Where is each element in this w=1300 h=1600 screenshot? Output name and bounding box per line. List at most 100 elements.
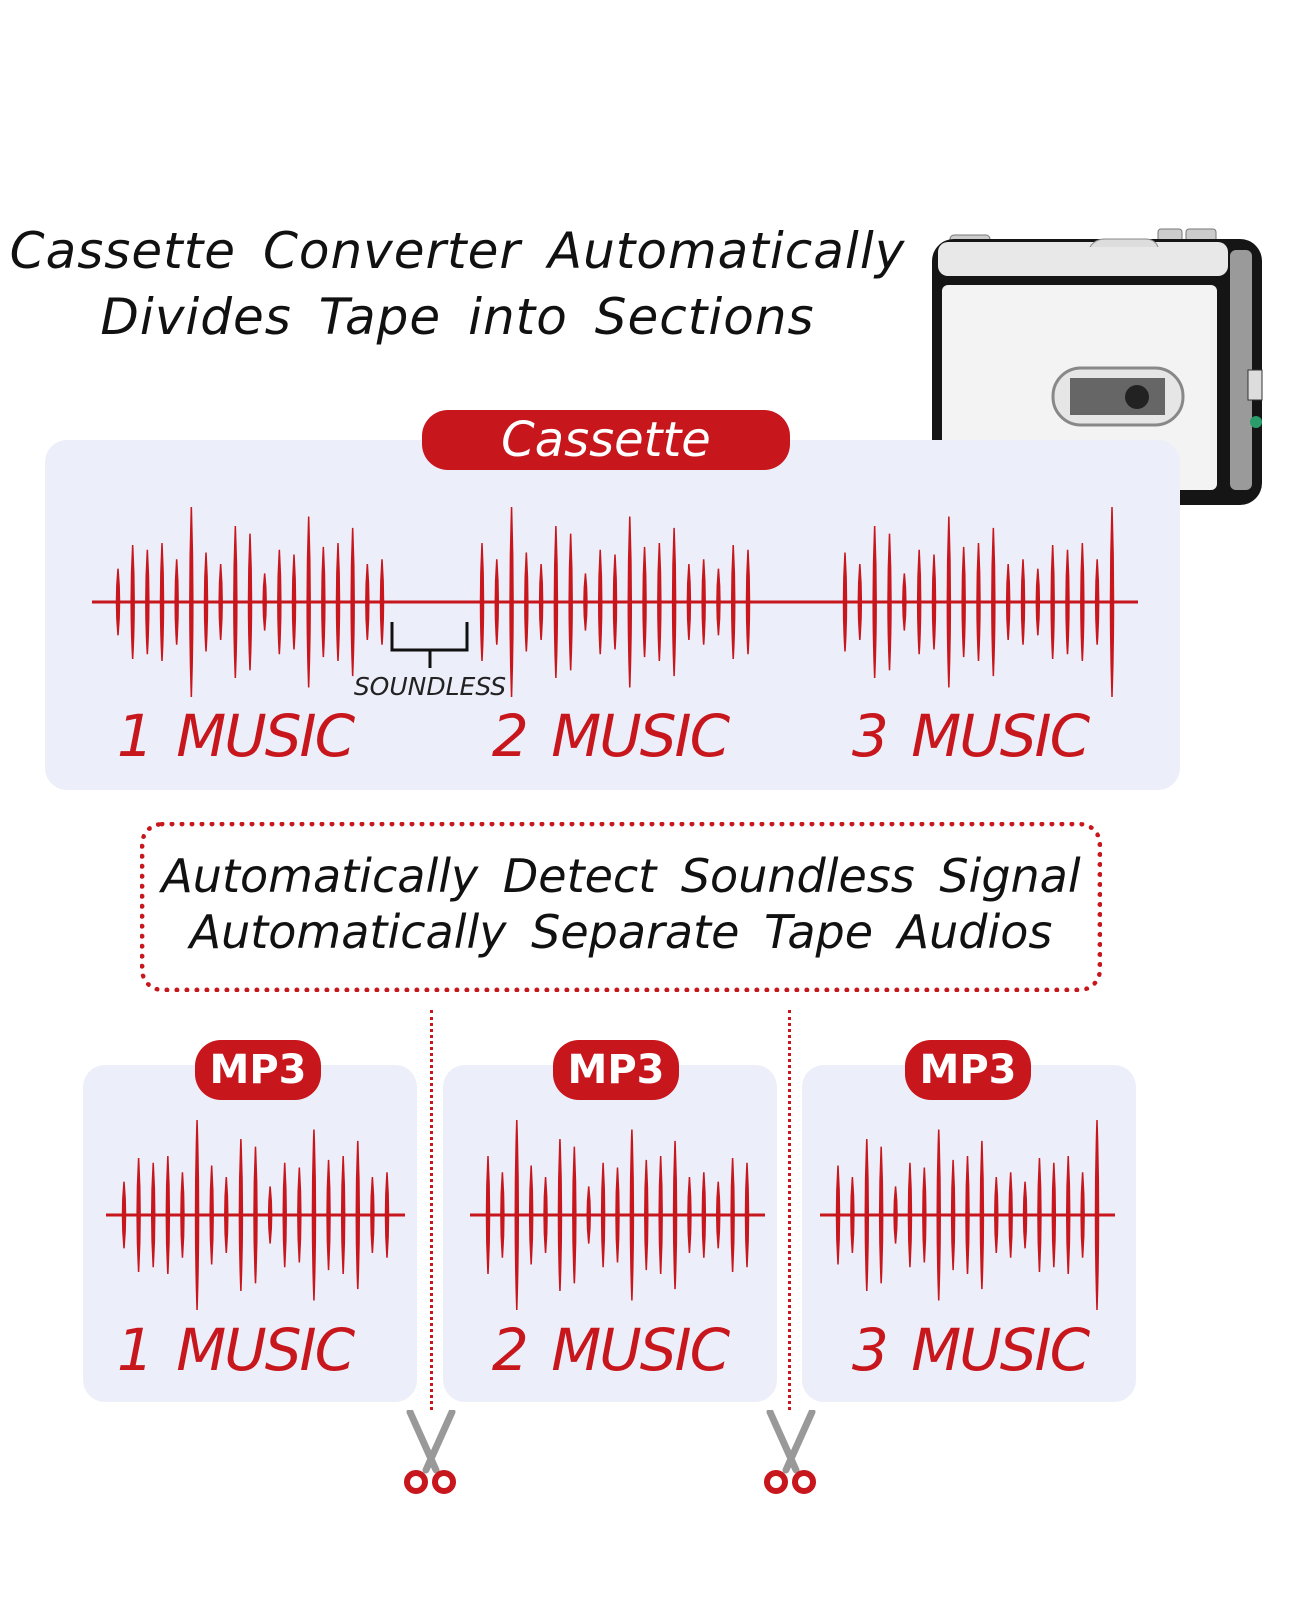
wave-spike <box>340 1156 346 1274</box>
output-card-2 <box>443 1065 777 1402</box>
wave-spike <box>672 1140 678 1290</box>
wave-spike <box>145 549 150 655</box>
soundless-label: SOUNDLESS <box>353 672 507 701</box>
card-label-1: 1 MUSIC <box>116 1316 355 1384</box>
wave-spike <box>130 544 135 660</box>
wave-spike <box>864 1138 870 1292</box>
soundless-bracket <box>390 622 469 668</box>
wave-spike <box>902 573 907 631</box>
wave-spike <box>311 1129 317 1301</box>
wave-spike <box>583 573 588 631</box>
wave-spike <box>180 1172 185 1258</box>
wave-spike <box>961 546 966 658</box>
wave-spike <box>297 1167 302 1263</box>
wave-spike <box>612 554 618 650</box>
wave-spike <box>538 563 544 641</box>
wave-spike <box>745 549 751 655</box>
notice-line-2: Automatically Separate Tape Audios <box>189 905 1053 959</box>
wave-spike <box>642 546 647 658</box>
wave-spike <box>150 1162 156 1268</box>
wave-spike <box>553 525 559 679</box>
wave-spike <box>224 1176 229 1254</box>
wave-spike <box>730 544 736 660</box>
wave-spike <box>1020 559 1026 645</box>
wave-spike <box>528 1165 534 1265</box>
wave-spike <box>384 1172 390 1258</box>
wave-spike <box>365 563 370 641</box>
wave-spike <box>267 1186 273 1244</box>
cut-line-2 <box>788 1010 791 1410</box>
wave-spike <box>1051 1162 1057 1268</box>
wave-spike <box>1008 1172 1013 1258</box>
wave-spike <box>627 516 633 688</box>
notice-box: Automatically Detect Soundless Signal Au… <box>140 822 1102 992</box>
wave-spike <box>931 554 937 650</box>
wave-spike <box>1080 1172 1085 1258</box>
wave-spike <box>509 506 514 698</box>
wave-spike <box>253 1146 258 1284</box>
wave-spike <box>159 543 165 661</box>
mp3-badge-1: MP3 <box>195 1040 321 1100</box>
wave-spike <box>494 559 500 645</box>
wave-spike <box>629 1129 635 1301</box>
wave-spike <box>1080 543 1085 661</box>
wave-spike <box>572 1146 577 1284</box>
track-label-3: 3 MUSIC <box>851 702 1090 770</box>
wave-spike <box>730 1157 735 1273</box>
wave-spike <box>1094 559 1100 645</box>
title-line-2: Divides Tape into Sections <box>100 288 815 346</box>
wave-spike <box>976 543 981 661</box>
wave-spike <box>701 559 706 645</box>
wave-spike <box>326 1159 331 1271</box>
wave-spike <box>887 533 892 671</box>
wave-spike <box>379 559 385 645</box>
wave-spike <box>115 568 121 636</box>
wave-spike <box>209 1165 214 1265</box>
wave-spike <box>485 1156 491 1274</box>
wave-spike <box>189 506 194 698</box>
track-label-2: 2 MUSIC <box>491 702 730 770</box>
cassette-waveform <box>92 506 1138 698</box>
notice-line-1: Automatically Detect Soundless Signal <box>161 849 1081 903</box>
wave-spike <box>671 527 677 677</box>
wave-spike <box>842 552 848 652</box>
wave-spike <box>238 1138 244 1292</box>
wave-spike <box>907 1162 913 1268</box>
wave-spike <box>282 1162 287 1268</box>
wave-spike <box>514 1119 520 1311</box>
wave-spike <box>350 527 355 677</box>
wave-spike <box>233 525 238 679</box>
wave-spike <box>946 516 952 688</box>
wave-spike <box>658 1156 663 1274</box>
wave-spike <box>203 552 209 652</box>
card-label-3: 3 MUSIC <box>851 1316 1090 1384</box>
wave-spike <box>878 1146 884 1284</box>
wave-spike <box>500 1172 505 1258</box>
wave-spike <box>965 1156 970 1274</box>
wave-spike <box>121 1181 127 1249</box>
wave-spike <box>600 1162 606 1268</box>
wave-spike <box>744 1162 750 1268</box>
wave-spike <box>615 1167 620 1263</box>
wave-spike <box>247 533 253 671</box>
wave-spike <box>306 516 311 688</box>
wave-spike <box>218 563 223 641</box>
wave-spike <box>1022 1181 1028 1249</box>
wave-spike <box>586 1186 591 1244</box>
title-line-1: Cassette Converter Automatically <box>9 222 906 280</box>
wave-spike <box>568 533 573 671</box>
wave-spike <box>1094 1119 1100 1311</box>
wave-spike <box>950 1159 956 1271</box>
wave-spike <box>291 554 297 650</box>
wave-spike <box>716 568 721 636</box>
wave-spike <box>979 1140 985 1290</box>
mp3-badge-3: MP3 <box>905 1040 1031 1100</box>
track-label-1: 1 MUSIC <box>116 702 355 770</box>
wave-spike <box>835 1165 841 1265</box>
wave-spike <box>194 1119 200 1311</box>
wave-spike <box>872 525 877 679</box>
wave-spike <box>715 1181 721 1249</box>
wave-spike <box>524 552 529 652</box>
